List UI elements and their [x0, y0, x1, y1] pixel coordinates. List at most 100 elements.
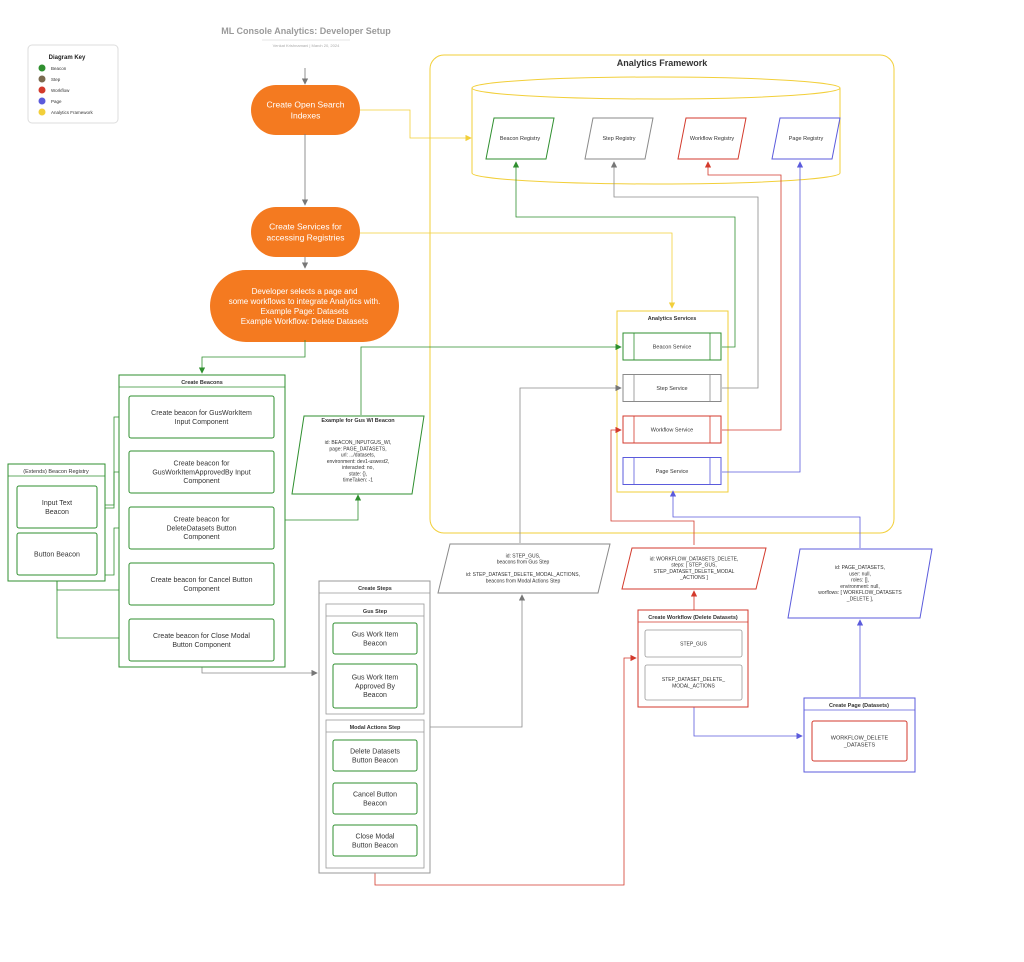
- connectors: [53, 68, 864, 886]
- services-title: Analytics Services: [648, 316, 697, 322]
- registry-beacon-registry: Beacon Registry: [485, 117, 555, 160]
- service-beacon-service: Beacon Service: [622, 332, 722, 361]
- key-swatch-beacon: [38, 64, 46, 72]
- workflow-item: STEP_GUS: [644, 629, 743, 658]
- step-example: id: STEP_GUS,beacons from Gus Step id: ST…: [437, 543, 611, 594]
- flow-step-text: Example Workflow: Delete Datasets: [241, 317, 368, 326]
- beacon-item-text: GusWorkItemApprovedBy Input: [152, 469, 250, 476]
- connector-example-beacon-service: [360, 343, 622, 415]
- example-beacon-line: timeTaken: -1: [343, 478, 373, 484]
- gus-step-title: Gus Step: [363, 609, 388, 615]
- service-label: Page Service: [656, 469, 689, 475]
- page-item: WORKFLOW_DELETE_DATASETS: [811, 720, 908, 762]
- beacon-item-text: Create beacon for: [173, 517, 230, 524]
- page-example-line: id: PAGE_DATASETS,: [835, 565, 885, 571]
- flow-step-text: Indexes: [291, 110, 321, 120]
- flow-step-text: some workflows to integrate Analytics wi…: [229, 297, 381, 306]
- workflow-example-line: steps: [ STEP_GUS,: [671, 563, 717, 569]
- extends-item: Button Beacon: [16, 532, 98, 576]
- gus-step-item-text: Beacon: [363, 640, 387, 647]
- registry-label: Step Registry: [602, 136, 635, 142]
- page-item-text: WORKFLOW_DELETE: [831, 735, 889, 741]
- create-steps: Create Steps Gus Step Modal Actions Step…: [318, 580, 431, 874]
- service-label: Workflow Service: [651, 428, 693, 434]
- connector-beacons-example: [285, 494, 362, 521]
- key-swatch-workflow: [38, 86, 46, 94]
- workflow-item-text: STEP_GUS: [680, 641, 707, 647]
- connector-workflow-example-service: [610, 426, 695, 545]
- page-example-line: _DELETE ],: [846, 596, 873, 602]
- modal-step-item-text: Close Modal: [356, 834, 395, 841]
- gus-step-item: Gus Work ItemApproved By Beacon: [332, 663, 418, 709]
- service-step-service: Step Service: [622, 374, 722, 402]
- create-beacons: Create Beacons Create beacon for GusWork…: [118, 374, 286, 668]
- create-workflow: Create Workflow (Delete Datasets) STEP_G…: [637, 609, 749, 708]
- beacon-item-text: Component: [183, 534, 219, 541]
- connector-workflow-service-registry: [704, 161, 782, 431]
- diagram-title: ML Console Analytics: Developer Setup: [221, 26, 391, 36]
- modal-step-title: Modal Actions Step: [350, 725, 401, 731]
- service-label: Step Service: [656, 386, 687, 392]
- steps-title: Create Steps: [358, 586, 392, 592]
- flow-step-text: Create Open Search: [267, 100, 345, 110]
- key-label: Analytics Framework: [51, 110, 94, 115]
- workflow-example-line: id: WORKFLOW_DATASETS_DELETE,: [650, 556, 739, 562]
- key-label: Page: [51, 99, 62, 104]
- modal-step-item-text: Delete Datasets: [350, 749, 400, 756]
- registry-database: [471, 76, 841, 185]
- registry-label: Beacon Registry: [500, 136, 541, 142]
- modal-step-item-text: Button Beacon: [352, 842, 398, 849]
- workflow-item: STEP_DATASET_DELETE_MODAL_ACTIONS: [644, 664, 743, 701]
- page-example-line: user: null,: [849, 571, 871, 577]
- connector-beacons-steps: [201, 667, 318, 677]
- beacon-item-text: Component: [183, 478, 219, 485]
- step-example-line: id: STEP_DATASET_DELETE_MODAL_ACTIONS,: [466, 572, 580, 578]
- gus-step-item-text: Beacon: [363, 692, 387, 699]
- registry-workflow-registry: Workflow Registry: [677, 117, 747, 160]
- step-example-line: id: STEP_GUS,: [506, 553, 541, 559]
- extends-title: (Extends) Beacon Registry: [23, 469, 89, 475]
- diagram-subtitle: Venkat Krishnamani | March 20, 2024: [273, 43, 340, 48]
- page-example: id: PAGE_DATASETS,user: null,roles: [],e…: [787, 548, 933, 619]
- beacon-item-text: DeleteDatasets Button: [166, 525, 236, 532]
- flow-step-text: Example Page: Datasets: [260, 307, 348, 316]
- gus-step-item-text: Gus Work Item: [352, 675, 399, 682]
- diagram-key: Diagram Key BeaconStepWorkflowPageAnalyt…: [27, 44, 119, 124]
- extends-item-text: Button Beacon: [34, 551, 80, 558]
- gus-step-item-text: Approved By: [355, 683, 396, 690]
- service-label: Beacon Service: [653, 345, 692, 351]
- service-page-service: Page Service: [622, 457, 722, 485]
- workflow-item-text: MODAL_ACTIONS: [672, 683, 715, 689]
- connector-page-service-registry: [722, 161, 804, 473]
- service-workflow-service: Workflow Service: [622, 415, 722, 444]
- example-beacon-line: state: {},: [349, 471, 367, 477]
- example-beacon-line: page: PAGE_DATASETS,: [329, 446, 386, 452]
- registry-step-registry: Step Registry: [584, 117, 654, 160]
- key-label: Workflow: [51, 88, 70, 93]
- step-example-line: beacons from Gus Step: [497, 560, 550, 566]
- connector-indexes-registry: [360, 109, 472, 142]
- example-beacon-line: url: .../datasets,: [341, 453, 375, 459]
- modal-step-item-text: Button Beacon: [352, 757, 398, 764]
- key-label: Step: [51, 77, 61, 82]
- key-swatch-step: [38, 75, 46, 83]
- example-beacon-title: Example for Gus WI Beacon: [321, 418, 395, 424]
- page-item-text: _DATASETS: [843, 742, 876, 748]
- framework-title: Analytics Framework: [617, 58, 709, 68]
- connector-beacon5-extends: [56, 578, 129, 639]
- registry-label: Page Registry: [789, 136, 824, 142]
